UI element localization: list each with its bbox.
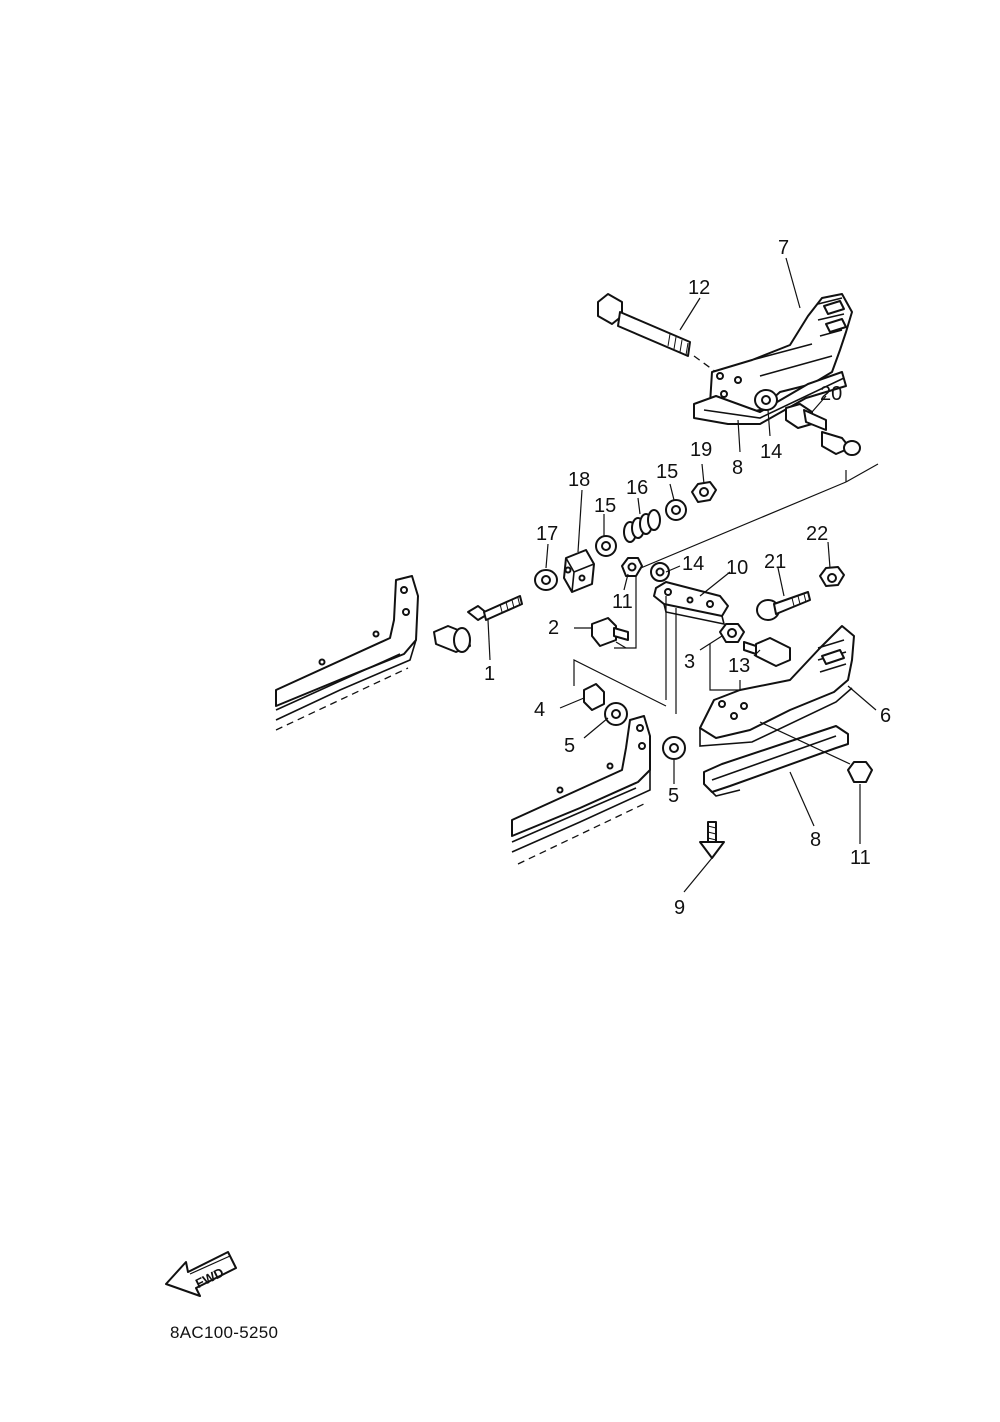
rail-8-bottom (703, 725, 849, 797)
callout-8-top: 8 (732, 457, 743, 479)
callout-22: 22 (806, 523, 828, 545)
bolt-12 (597, 293, 691, 357)
callout-10: 10 (726, 557, 748, 579)
frame-left-lower (511, 715, 651, 865)
middle-hardware-row (534, 481, 729, 626)
callout-21: 21 (764, 551, 786, 573)
washer-14-mid (650, 562, 670, 582)
nut-19 (691, 481, 717, 503)
bracket-6 (699, 625, 855, 747)
nut-11-mid (621, 557, 643, 577)
bushing-5-a (604, 702, 628, 726)
callout-11-bottom: 11 (850, 847, 871, 869)
link-plate-10 (653, 581, 729, 626)
callout-6: 6 (880, 705, 891, 727)
nut-11-bottom (847, 761, 873, 783)
callout-labels: 7 12 20 14 8 19 15 16 18 15 17 14 10 11 … (484, 237, 891, 919)
washer-14-top (754, 389, 778, 411)
fwd-arrow-icon: FWD (165, 1251, 237, 1297)
callout-19: 19 (690, 439, 712, 461)
callout-2: 2 (548, 617, 559, 639)
callout-14-mid: 14 (682, 553, 704, 575)
callout-15-a: 15 (656, 461, 678, 483)
callout-11-mid: 11 (612, 591, 633, 613)
callout-4: 4 (534, 699, 545, 721)
callout-20: 20 (820, 383, 842, 405)
callout-9: 9 (674, 897, 685, 919)
callout-3: 3 (684, 651, 695, 673)
upper-bracket-assembly (597, 293, 861, 456)
bolt-2 (591, 617, 629, 647)
bushing-15-a (665, 499, 687, 521)
callout-12: 12 (688, 277, 710, 299)
bolt-21 (756, 591, 811, 621)
bolt-13 (743, 637, 791, 667)
frame-left-upper (275, 575, 419, 731)
bushing-15-b (595, 535, 617, 557)
callout-14-top: 14 (760, 441, 782, 463)
spring-16 (623, 509, 661, 543)
nut-3 (719, 623, 745, 643)
document-code: 8AC100-5250 (170, 1323, 279, 1342)
callout-5-a: 5 (564, 735, 575, 757)
bracket-7 (709, 293, 853, 417)
callout-1: 1 (484, 663, 495, 685)
callout-15-b: 15 (594, 495, 616, 517)
callout-5-b: 5 (668, 785, 679, 807)
bushing-5-b (662, 736, 686, 760)
callout-17: 17 (536, 523, 558, 545)
callout-leaders (487, 257, 877, 893)
pin-20 (785, 403, 861, 456)
callout-8-bottom: 8 (810, 829, 821, 851)
block-18 (563, 549, 595, 593)
callout-13: 13 (728, 655, 750, 677)
washer-17 (534, 569, 558, 591)
callout-18: 18 (568, 469, 590, 491)
nut-22 (819, 566, 845, 587)
callout-7: 7 (778, 237, 789, 259)
screw-9 (699, 821, 725, 859)
bolt-1-assembly (433, 595, 523, 653)
spacer-4 (583, 683, 605, 711)
callout-16: 16 (626, 477, 648, 499)
rail-8-top (693, 371, 847, 425)
